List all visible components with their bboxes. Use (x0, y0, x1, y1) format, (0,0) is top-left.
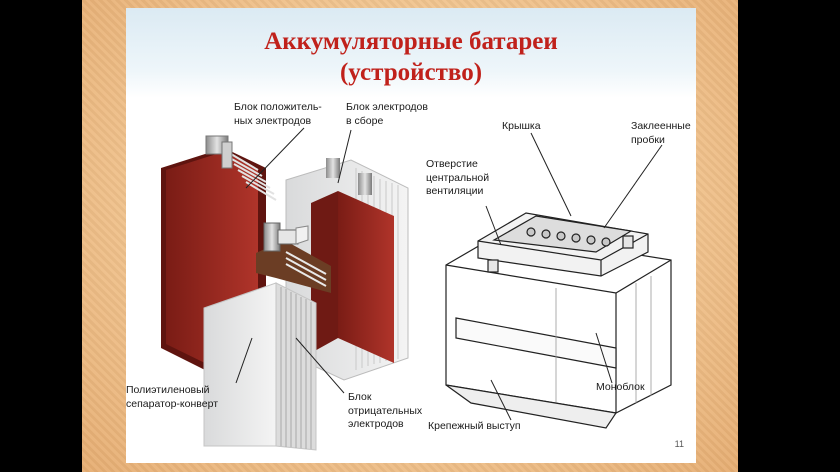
title-line-2: (устройство) (339, 59, 483, 86)
label-mounting-ledge: Крепежный выступ (428, 420, 521, 432)
label-monoblock: Моноблок (596, 381, 645, 393)
label-negative-block: Блок отрицательных электродов (348, 391, 423, 430)
battery-case-illustration (445, 212, 672, 429)
negative-electrode-block (256, 222, 331, 293)
battery-illustrations (161, 127, 672, 451)
title-line-1: Аккумуляторные батареи (264, 28, 558, 55)
page-number: 11 (674, 439, 684, 449)
electrode-block-illustration (161, 127, 409, 451)
slide-title: Аккумуляторные батареи (устройство) (126, 26, 696, 88)
title-band (126, 8, 696, 98)
slide-panel: Аккумуляторные батареи (устройство) (126, 8, 696, 463)
label-positive-block: Блок положитель- ных электродов (234, 101, 322, 127)
label-electrode-assembly: Блок электродов в сборе (346, 101, 428, 127)
label-sealed-plugs: Заклеенные пробки (631, 120, 691, 146)
separator-envelope (203, 282, 317, 451)
label-separator: Полиэтиленовый сепаратор-конверт (126, 384, 218, 410)
label-vent-hole: Отверстие центральной вентиляции (426, 158, 490, 197)
label-lid: Крышка (502, 120, 541, 132)
battery-leader-lines (485, 132, 663, 421)
slide-background: Аккумуляторные батареи (устройство) (82, 0, 738, 472)
